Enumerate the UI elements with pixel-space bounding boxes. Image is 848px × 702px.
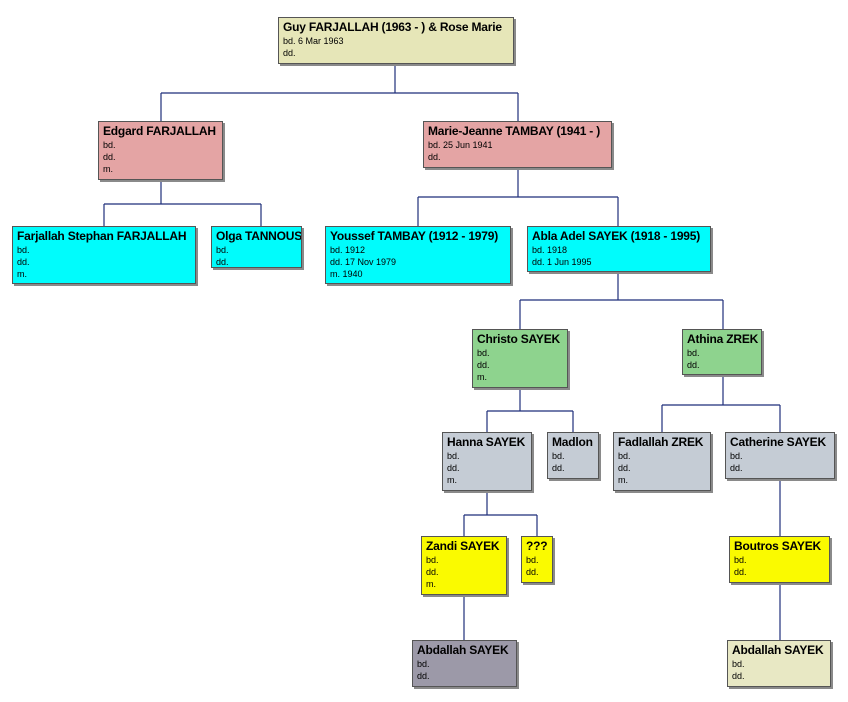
person-name: Boutros SAYEK [734, 539, 821, 553]
person-box-madlon[interactable]: Madlon bd. dd. [547, 432, 599, 479]
person-name: Olga TANNOUS [216, 229, 302, 243]
person-box-marie-jeanne-tambay[interactable]: Marie-Jeanne TAMBAY (1941 - ) bd. 25 Jun… [423, 121, 612, 168]
person-birth: bd. [687, 348, 700, 358]
person-name: Farjallah Stephan FARJALLAH [17, 229, 187, 243]
person-birth: bd. [216, 245, 229, 255]
person-name: Catherine SAYEK [730, 435, 826, 449]
person-birth: bd. [447, 451, 460, 461]
person-box-fadlallah-zrek[interactable]: Fadlallah ZREK bd. dd. m. [613, 432, 711, 491]
person-birth: bd. [552, 451, 565, 461]
person-death: dd. [730, 463, 743, 473]
person-name: Guy FARJALLAH (1963 - ) & Rose Marie [283, 20, 502, 34]
person-birth: bd. [426, 555, 439, 565]
person-birth: bd. 1912 [330, 245, 366, 255]
person-death: dd. [477, 360, 490, 370]
person-box-abdallah-sayek-right[interactable]: Abdallah SAYEK bd. dd. [727, 640, 831, 687]
person-death: dd. [687, 360, 700, 370]
person-name: ??? [526, 539, 548, 553]
person-death: dd. [447, 463, 460, 473]
person-box-guy-farjallah[interactable]: Guy FARJALLAH (1963 - ) & Rose Marie bd.… [278, 17, 514, 64]
person-death: dd. [17, 257, 30, 267]
person-death: dd. [426, 567, 439, 577]
person-box-olga-tannous[interactable]: Olga TANNOUS bd. dd. [211, 226, 302, 268]
person-box-unknown[interactable]: ??? bd. dd. [521, 536, 553, 583]
person-birth: bd. [477, 348, 490, 358]
person-birth: bd. 6 Mar 1963 [283, 36, 344, 46]
person-birth: bd. [526, 555, 539, 565]
person-box-boutros-sayek[interactable]: Boutros SAYEK bd. dd. [729, 536, 830, 583]
person-marriage: m. [447, 475, 457, 485]
person-name: Zandi SAYEK [426, 539, 500, 553]
person-marriage: m. [103, 164, 113, 174]
person-birth: bd. 25 Jun 1941 [428, 140, 493, 150]
person-name: Abdallah SAYEK [417, 643, 509, 657]
person-death: dd. [734, 567, 747, 577]
person-birth: bd. 1918 [532, 245, 568, 255]
person-birth: bd. [17, 245, 30, 255]
person-name: Christo SAYEK [477, 332, 560, 346]
person-death: dd. [283, 48, 296, 58]
person-marriage: m. [17, 269, 27, 279]
person-marriage: m. [477, 372, 487, 382]
person-name: Madlon [552, 435, 593, 449]
person-marriage: m. 1940 [330, 269, 363, 279]
person-name: Youssef TAMBAY (1912 - 1979) [330, 229, 499, 243]
person-death: dd. 1 Jun 1995 [532, 257, 592, 267]
person-birth: bd. [730, 451, 743, 461]
person-death: dd. [552, 463, 565, 473]
person-box-edgard-farjallah[interactable]: Edgard FARJALLAH bd. dd. m. [98, 121, 223, 180]
person-death: dd. 17 Nov 1979 [330, 257, 397, 267]
person-death: dd. [428, 152, 441, 162]
person-birth: bd. [732, 659, 745, 669]
person-death: dd. [216, 257, 229, 267]
person-name: Fadlallah ZREK [618, 435, 704, 449]
person-birth: bd. [417, 659, 430, 669]
person-name: Edgard FARJALLAH [103, 124, 216, 138]
person-death: dd. [417, 671, 430, 681]
person-box-catherine-sayek[interactable]: Catherine SAYEK bd. dd. [725, 432, 835, 479]
person-box-hanna-sayek[interactable]: Hanna SAYEK bd. dd. m. [442, 432, 532, 491]
person-box-athina-zrek[interactable]: Athina ZREK bd. dd. [682, 329, 762, 375]
person-death: dd. [618, 463, 631, 473]
person-death: dd. [103, 152, 116, 162]
person-marriage: m. [426, 579, 436, 589]
person-name: Hanna SAYEK [447, 435, 526, 449]
person-box-abla-adel-sayek[interactable]: Abla Adel SAYEK (1918 - 1995) bd. 1918 d… [527, 226, 711, 272]
person-name: Marie-Jeanne TAMBAY (1941 - ) [428, 124, 601, 138]
person-box-christo-sayek[interactable]: Christo SAYEK bd. dd. m. [472, 329, 568, 388]
person-box-farjallah-stephan-farjallah[interactable]: Farjallah Stephan FARJALLAH bd. dd. m. [12, 226, 196, 284]
person-birth: bd. [103, 140, 116, 150]
person-box-zandi-sayek[interactable]: Zandi SAYEK bd. dd. m. [421, 536, 507, 595]
person-death: dd. [732, 671, 745, 681]
person-box-abdallah-sayek-left[interactable]: Abdallah SAYEK bd. dd. [412, 640, 517, 687]
person-birth: bd. [618, 451, 631, 461]
person-box-youssef-tambay[interactable]: Youssef TAMBAY (1912 - 1979) bd. 1912 dd… [325, 226, 511, 284]
person-name: Abla Adel SAYEK (1918 - 1995) [532, 229, 701, 243]
person-name: Athina ZREK [687, 332, 759, 346]
person-name: Abdallah SAYEK [732, 643, 824, 657]
person-death: dd. [526, 567, 539, 577]
person-marriage: m. [618, 475, 628, 485]
person-birth: bd. [734, 555, 747, 565]
